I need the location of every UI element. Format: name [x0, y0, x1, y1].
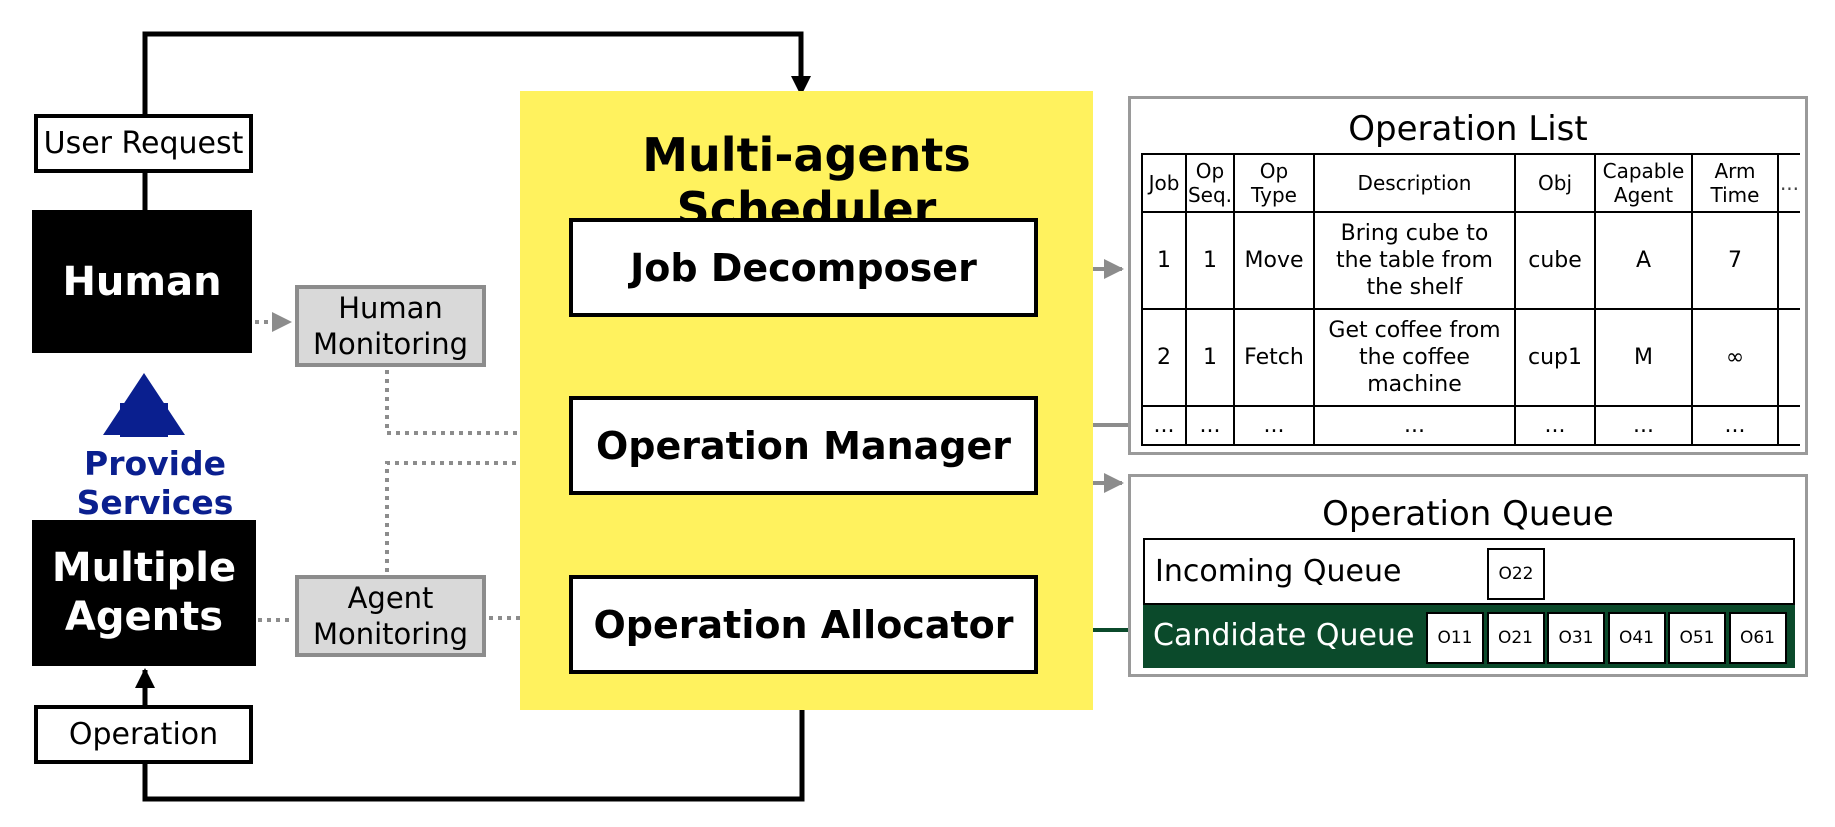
operation-queue-title: Operation Queue [1322, 494, 1614, 534]
column-header: Job [1141, 153, 1187, 213]
table-cell-agent: M [1594, 308, 1693, 407]
allocator-output-line [142, 677, 805, 802]
table-cell-seq: 1 [1185, 308, 1235, 407]
human-monitoring-to-manager-arrow [385, 370, 565, 443]
queue-item-chip: O51 [1668, 612, 1726, 664]
multiple-agents-box: Multiple Agents [32, 520, 256, 666]
column-header: ... [1777, 153, 1800, 213]
table-cell-trailing [1777, 308, 1800, 407]
table-cell-ellipsis: ... [1691, 405, 1779, 446]
table-cell-ellipsis: ... [1514, 405, 1596, 446]
incoming-queue: Incoming Queue O22 [1143, 538, 1795, 605]
table-cell-job: 1 [1141, 211, 1187, 310]
operation-label: Operation [68, 717, 219, 752]
incoming-queue-label: Incoming Queue [1155, 554, 1402, 589]
job-decomposer-label: Job Decomposer [630, 245, 977, 290]
table-cell-agent: A [1594, 211, 1693, 310]
table-cell-ellipsis: ... [1141, 405, 1187, 446]
human-box: Human [32, 210, 252, 353]
table-cell-seq: 1 [1185, 211, 1235, 310]
human-monitoring-line-1: Human [338, 291, 443, 325]
candidate-queue-label: Candidate Queue [1153, 618, 1415, 653]
user-request-label: User Request [43, 126, 244, 161]
agent-monitoring-to-manager-arrow [385, 453, 565, 572]
table-cell-obj: cup1 [1514, 308, 1596, 407]
operation-manager-box: Operation Manager [569, 396, 1038, 495]
job-decomposer-box: Job Decomposer [569, 218, 1038, 317]
agent-monitoring-box: Agent Monitoring [295, 575, 486, 657]
human-monitoring-line-2: Monitoring [312, 327, 469, 361]
operation-list-title: Operation List [1348, 109, 1588, 149]
column-header: Obj [1514, 153, 1596, 213]
queue-item-chip: O31 [1547, 612, 1605, 664]
queue-item-chip: O22 [1487, 548, 1545, 600]
operation-allocator-box: Operation Allocator [569, 575, 1038, 674]
queue-item-chip: O61 [1728, 612, 1787, 664]
column-header: Description [1313, 153, 1516, 213]
multiple-agents-line-1: Multiple [51, 545, 237, 591]
operation-manager-label: Operation Manager [595, 423, 1012, 468]
provide-services-arrow-icon [103, 373, 185, 435]
table-cell-time: ∞ [1691, 308, 1779, 407]
user-request-box: User Request [34, 114, 253, 173]
multiple-agents-line-2: Agents [64, 594, 224, 640]
provide-services-label: Provide Services [76, 444, 234, 522]
agent-monitoring-line-1: Agent [347, 581, 434, 615]
table-cell-ellipsis: ... [1233, 405, 1315, 446]
operation-allocator-label: Operation Allocator [593, 602, 1014, 647]
agent-monitoring-line-2: Monitoring [312, 617, 469, 651]
table-cell-ellipsis: ... [1313, 405, 1516, 446]
request-flow-arrow [142, 31, 811, 114]
queue-item-chip: O11 [1426, 612, 1484, 664]
table-cell-type: Move [1233, 211, 1315, 310]
table-cell-obj: cube [1514, 211, 1596, 310]
table-cell-trailing [1777, 211, 1800, 310]
table-cell-ellipsis [1777, 405, 1800, 446]
table-cell-ellipsis: ... [1185, 405, 1235, 446]
queue-item-chip: O41 [1607, 612, 1666, 664]
human-label: Human [62, 258, 222, 305]
operation-box: Operation [34, 705, 253, 764]
table-cell-job: 2 [1141, 308, 1187, 407]
table-cell-ellipsis: ... [1594, 405, 1693, 446]
table-cell-time: 7 [1691, 211, 1779, 310]
human-monitoring-box: Human Monitoring [295, 285, 486, 367]
queue-item-chip: O21 [1486, 612, 1545, 664]
table-row-ellipsis: ..................... [1141, 405, 1800, 446]
table-cell-type: Fetch [1233, 308, 1315, 407]
provide-services-arrow-shaft [120, 403, 168, 437]
